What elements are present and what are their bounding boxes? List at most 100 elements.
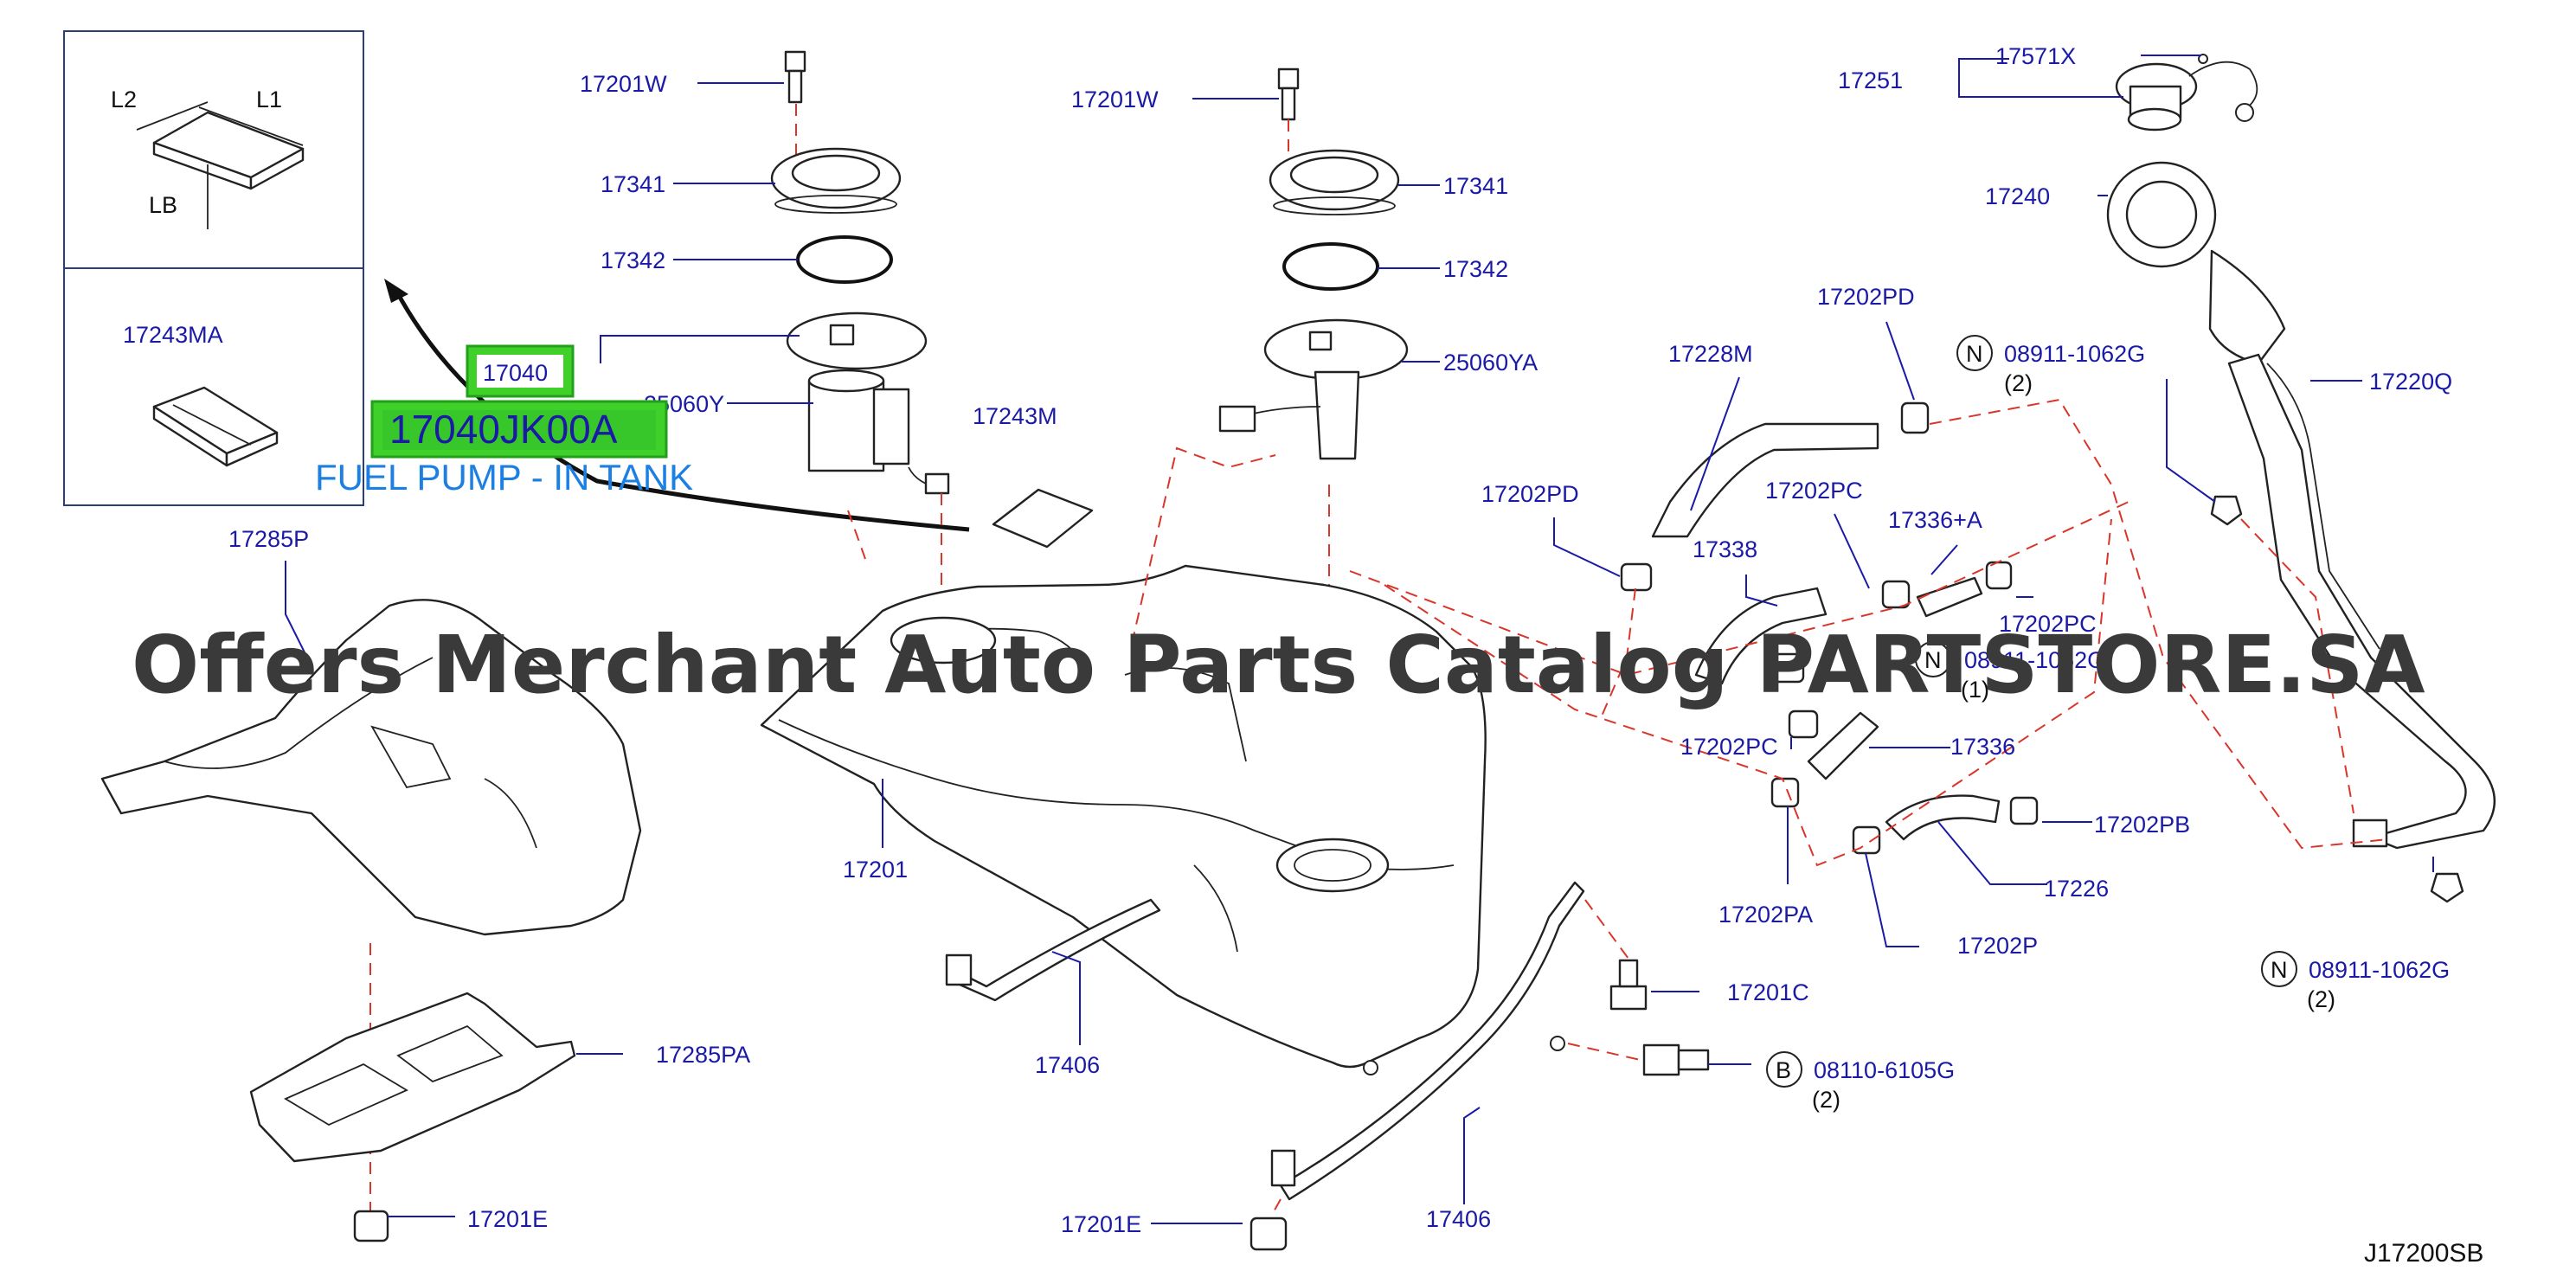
filler-cap-17251 [2115, 62, 2198, 132]
bolt-08110-6105g [1642, 1043, 1710, 1076]
label-17201w-right: 17201W [1071, 87, 1159, 112]
fuel-sender-assembly [1218, 67, 1409, 978]
label-17201e-right: 17201E [1061, 1211, 1141, 1237]
clamp-17202pd-lower [1620, 562, 1653, 592]
label-17201e-left: 17201E [467, 1206, 548, 1232]
diagram-code: J17200SB [2364, 1239, 2483, 1268]
highlighted-callout: 17040 17040JK00A FUEL PUMP - IN TANK [315, 344, 693, 498]
highlight-caption: FUEL PUMP - IN TANK [315, 457, 693, 498]
tank-strap-17406-upper [945, 898, 1161, 1002]
label-17228m: 17228M [1668, 341, 1753, 367]
label-17202pb: 17202PB [2094, 812, 2190, 838]
lock-ring-17341-left [770, 147, 902, 214]
label-17202pd-upper: 17202PD [1817, 284, 1915, 310]
filler-ring-17240 [2106, 161, 2217, 268]
dimension-sketch [136, 101, 305, 229]
label-17406-upper: 17406 [1035, 1052, 1100, 1078]
pointer-arrow [384, 279, 970, 532]
label-17251: 17251 [1838, 67, 1903, 93]
n-mark-lower-letter: N [2271, 957, 2288, 983]
label-17202pd-lower: 17202PD [1481, 481, 1579, 507]
label-17285pa: 17285PA [656, 1042, 750, 1068]
nut-17201e-right [1249, 1217, 1288, 1251]
n-mark-upper [1956, 335, 1993, 371]
label-08911-upper-qty: (2) [2004, 370, 2033, 396]
inset-dim-l2: L2 [111, 87, 137, 112]
filler-tube-17220q [2208, 249, 2496, 850]
pad-17243m [992, 488, 1094, 549]
inset-part-label: 17243MA [123, 322, 223, 348]
label-08911-middle-qty: (1) [1961, 677, 1989, 703]
hose-17226 [1852, 794, 2039, 855]
leader-lines [285, 55, 2434, 1224]
label-08911-upper: 08911-1062G [2004, 341, 2145, 367]
n-mark-middle-letter: N [1924, 647, 1942, 673]
clamp-17202pa [1770, 777, 1800, 808]
label-17201w-left: 17201W [580, 71, 667, 97]
fuel-pump-body [786, 311, 950, 495]
label-17342-left: 17342 [601, 247, 665, 273]
nut-17201e-left [353, 1210, 389, 1242]
inset-dim-lb: LB [149, 192, 177, 218]
inset-panel: L2 L1 LB 17243MA [63, 30, 364, 506]
inset-pad-part [152, 386, 279, 467]
bolt-17201w-left [784, 50, 806, 104]
b-mark [1766, 1051, 1802, 1088]
n-mark-lower [2261, 951, 2297, 987]
label-25060ya: 25060YA [1443, 350, 1538, 376]
bolt-17201c [1609, 959, 1648, 1011]
fuel-pump-assembly [770, 50, 950, 632]
label-17202pc-upper: 17202PC [1765, 478, 1863, 504]
part-labels: 17201W 17341 17342 25060Y 17243M 17201W … [228, 43, 2452, 1237]
filler-assembly [2106, 54, 2496, 903]
label-17285p: 17285P [228, 526, 309, 552]
clip-08911-lower [2430, 872, 2464, 903]
watermark-text: Offers Merchant Auto Parts Catalog PARTS… [132, 619, 2425, 711]
b-mark-letter: B [1776, 1057, 1791, 1083]
label-17220q: 17220Q [2369, 369, 2452, 395]
clip-08911-upper [2210, 495, 2243, 526]
label-17202p: 17202P [1957, 933, 2038, 959]
sender-unit-body [1218, 318, 1409, 460]
label-17338: 17338 [1693, 536, 1757, 562]
bolt-17201w-right [1277, 67, 1300, 121]
label-17243m: 17243M [973, 403, 1057, 429]
label-17336: 17336 [1950, 734, 2015, 760]
clamp-17202pd-upper [1900, 401, 1930, 434]
heat-shield-17285pa [249, 992, 576, 1163]
hose-17336-upper [1881, 561, 2013, 618]
label-17336a: 17336+A [1888, 507, 1982, 533]
clamp-17202pc-middle [1788, 709, 1819, 739]
label-08911-middle: 08911-1062G [1964, 647, 2105, 673]
highlight-small-code: 17040 [483, 360, 548, 386]
o-ring-17342-right [1282, 242, 1379, 291]
fuel-tank-17201 [760, 564, 1487, 1075]
label-17406-lower: 17406 [1426, 1206, 1491, 1232]
highlight-part-number: 17040JK00A [389, 407, 618, 452]
label-17202pc-right: 17202PC [1999, 611, 2097, 637]
label-08911-lower-qty: (2) [2307, 986, 2335, 1012]
heat-shield-17285p [100, 599, 642, 1211]
label-17226: 17226 [2044, 876, 2109, 902]
hose-17336-lower [1807, 711, 1879, 780]
pipe-17338 [1694, 587, 1828, 685]
inset-dim-l1: L1 [256, 87, 282, 112]
label-17342-right: 17342 [1443, 256, 1508, 282]
hose-17228m [1651, 422, 1879, 538]
n-mark-middle [1915, 641, 1951, 677]
label-17202pa: 17202PA [1718, 902, 1813, 928]
o-ring-17342-left [796, 235, 893, 284]
label-17240: 17240 [1985, 183, 2050, 209]
label-08911-lower: 08911-1062G [2309, 957, 2450, 983]
label-08110: 08110-6105G [1814, 1057, 1955, 1083]
label-17202pc-lower: 17202PC [1680, 734, 1778, 760]
lock-ring-17341-right [1269, 149, 1400, 215]
label-17341-left: 17341 [601, 171, 665, 197]
label-17341-right: 17341 [1443, 173, 1508, 199]
label-17571x: 17571X [1995, 43, 2076, 69]
label-08110-qty: (2) [1812, 1087, 1840, 1113]
n-mark-upper-letter: N [1966, 341, 1983, 367]
tank-strap-17406-lower [1270, 881, 1585, 1201]
label-17201c: 17201C [1727, 979, 1809, 1005]
